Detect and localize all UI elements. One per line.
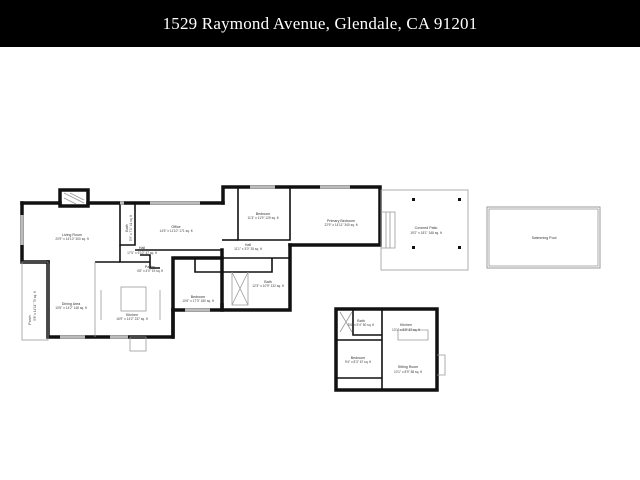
living-room-dims: 20'9" x 14'10" 300 sq. ft xyxy=(55,237,88,241)
bath-1-label: Bath xyxy=(125,224,129,231)
primary-bedroom-dims: 22'9" x 14'11" 340 sq. ft xyxy=(324,223,357,227)
adu-bedroom-dims: 9'4" x 8'3" 67 sq. ft xyxy=(345,360,371,364)
bedroom-1-label: Bedroom xyxy=(191,295,206,299)
pantry-label: Pantry xyxy=(145,265,156,269)
adu-bath-label: Bath xyxy=(357,319,364,323)
bath-2-dims: 12'3" x 10'9" 132 sq. ft xyxy=(252,284,284,288)
header-bar: 1529 Raymond Avenue, Glendale, CA 91201 xyxy=(0,0,640,47)
living-room-label: Living Room xyxy=(62,233,82,237)
office-label: Office xyxy=(171,225,180,229)
dining-area-dims: 10'5" x 14'2" 148 sq. ft xyxy=(55,306,87,310)
hall-1-label: Hall xyxy=(139,246,145,250)
dining-area-label: Dining Area xyxy=(62,302,81,306)
covered-patio xyxy=(380,189,469,271)
porch-label: Porch xyxy=(28,315,32,324)
bedroom-2-dims: 11'3" x 11'9" 129 sq. ft xyxy=(247,216,278,220)
fireplace-icon xyxy=(58,188,90,208)
pantry-dims: 4'8" x 4'0" 19 sq. ft xyxy=(137,269,163,273)
primary-bedroom-label: Primary Bedroom xyxy=(327,219,355,223)
adu-bath-dims: 5'6" x 9'4" 50 sq. ft xyxy=(348,323,374,327)
adu xyxy=(334,307,446,392)
kitchen-dims: 16'9" x 14'2" 237 sq. ft xyxy=(116,317,148,321)
adu-kitchen-label: Kitchen xyxy=(400,323,412,327)
porch-dims: 5'8" x 14'11" 75 sq. ft xyxy=(33,291,37,321)
hall-2-label: Hall xyxy=(245,243,251,247)
bedroom-1-dims: 10'6" x 17'3" 180 sq. ft xyxy=(182,299,214,303)
swimming-pool-label: Swimming Pool xyxy=(532,236,557,240)
hall-2-dims: 11'1" x 3'0" 35 sq. ft xyxy=(234,247,262,251)
adu-kitchen-dims: 10'1" x 8'9" 87 sq. ft xyxy=(392,328,420,332)
adu-bedroom-label: Bedroom xyxy=(351,356,366,360)
swimming-pool xyxy=(486,206,601,269)
covered-patio-label: Covered Patio xyxy=(415,226,438,230)
bath-1-dims: 5'9" x 7'1" 41 sq. ft xyxy=(129,215,133,241)
covered-patio-dims: 19'2" x 18'1" 348 sq. ft xyxy=(410,231,442,235)
kitchen-label: Kitchen xyxy=(126,313,138,317)
address-title: 1529 Raymond Avenue, Glendale, CA 91201 xyxy=(162,13,478,33)
office-dims: 14'5" x 11'10" 171 sq. ft xyxy=(159,229,192,233)
adu-sitting-room-label: Sitting Room xyxy=(398,365,419,369)
hall-1-dims: 17'5" x 5'10" 47 sq. ft xyxy=(127,251,157,255)
main-house xyxy=(20,185,382,352)
adu-sitting-room-dims: 10'1" x 8'9" 88 sq. ft xyxy=(394,370,422,374)
bath-2-label: Bath xyxy=(264,280,271,284)
bedroom-2-label: Bedroom xyxy=(256,212,271,216)
room-labels: Living Room 20'9" x 14'10" 300 sq. ft Ba… xyxy=(28,212,557,374)
